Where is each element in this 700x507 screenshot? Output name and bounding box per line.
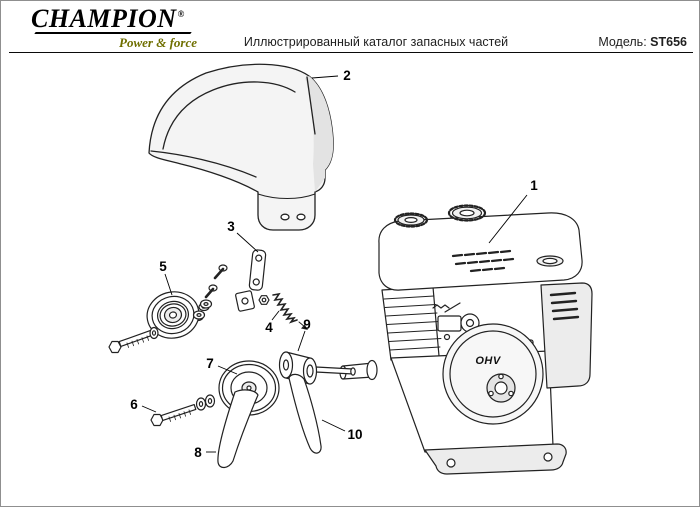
bracket-drawing: [192, 249, 270, 322]
brand-name: CHAMPION®: [31, 5, 207, 32]
callout-8: 8: [194, 445, 202, 460]
callout-2: 2: [343, 68, 351, 83]
belt-cover-drawing: [148, 63, 334, 231]
callout-3: 3: [227, 219, 235, 234]
leader-line-10: [321, 419, 346, 432]
leader-line-9: [297, 330, 306, 352]
callout-7: 7: [206, 356, 214, 371]
spool-drawing: [278, 351, 356, 385]
belt-right-drawing: [288, 373, 322, 454]
registered-trademark: ®: [177, 9, 185, 20]
leader-line-3: [236, 232, 259, 253]
drive-pulley-drawing: [108, 291, 213, 354]
callout-10: 10: [347, 427, 362, 442]
bolt-drawing: [150, 394, 216, 427]
leader-line-1: [488, 194, 528, 244]
logo-underline: [34, 32, 192, 35]
header: CHAMPION® Power & force Иллюстрированный…: [1, 1, 699, 54]
engine-drawing: OHV: [339, 204, 593, 475]
callout-6: 6: [130, 397, 138, 412]
callout-5: 5: [159, 259, 167, 274]
page-title: Иллюстрированный каталог запасных частей: [243, 35, 509, 49]
brand-text: CHAMPION: [31, 4, 177, 33]
parts-diagram: OHV: [108, 63, 593, 475]
leader-line-5: [164, 273, 173, 296]
leader-line-7: [217, 365, 238, 375]
leader-line-4: [271, 310, 280, 321]
callout-labels: 1 2 3 4 5 6 7 8 9 10: [130, 68, 538, 460]
champion-logo: CHAMPION® Power & force: [31, 5, 207, 51]
callout-9: 9: [303, 317, 311, 332]
brand-tagline: Power & force: [119, 35, 197, 51]
header-divider: [9, 52, 693, 53]
model-label: Модель: ST656: [598, 35, 687, 49]
leader-lines: [141, 75, 528, 453]
leader-line-6: [141, 405, 157, 413]
model-value: ST656: [650, 35, 687, 49]
engine-badge: OHV: [475, 355, 502, 367]
model-caption: Модель:: [598, 35, 647, 49]
belt-left-drawing: [217, 389, 259, 469]
spring-drawing: [272, 292, 308, 330]
callout-1: 1: [530, 178, 538, 193]
leader-line-2: [311, 75, 339, 79]
callout-4: 4: [265, 320, 273, 335]
